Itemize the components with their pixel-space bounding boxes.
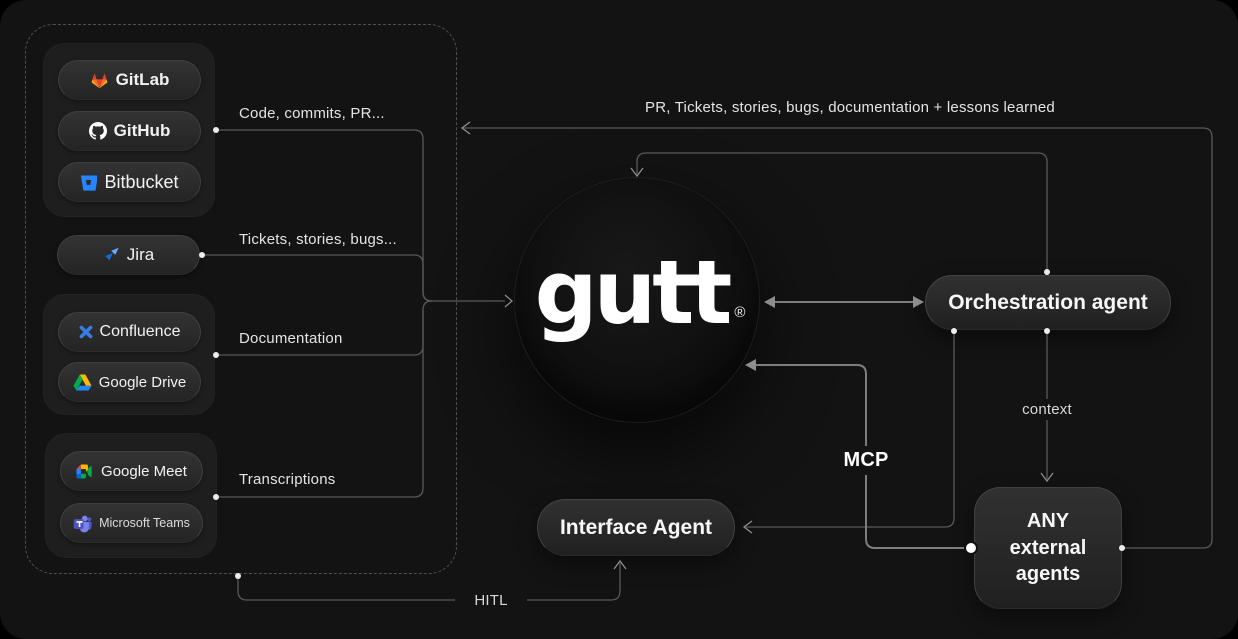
gutt-wordmark-text: gutt — [534, 241, 733, 344]
bitbucket-label: Bitbucket — [104, 171, 179, 192]
interface-agent-label: Interface Agent — [559, 515, 713, 539]
jira-label: Jira — [126, 245, 155, 264]
confluence-label: Confluence — [99, 323, 181, 340]
gutt-core-node: gutt® — [514, 177, 760, 423]
google-meet-pill: Google Meet — [60, 451, 203, 491]
edge-label-mcp: MCP — [826, 446, 906, 475]
gitlab-label: GitLab — [115, 70, 170, 89]
confluence-icon — [79, 325, 92, 339]
bitbucket-pill: Bitbucket — [58, 162, 201, 202]
bitbucket-icon — [81, 174, 98, 191]
external-agents-label: ANY external agents — [1009, 510, 1087, 586]
arrowhead-double-left — [764, 296, 775, 308]
github-label: GitHub — [113, 121, 171, 140]
microsoft-teams-pill: Microsoft Teams — [60, 503, 203, 543]
jira-icon — [104, 247, 119, 261]
edge-label-feedback: PR, Tickets, stories, bugs, documentatio… — [645, 99, 1055, 116]
orchestration-agent-node: Orchestration agent — [925, 275, 1171, 330]
microsoft-teams-label: Microsoft Teams — [99, 516, 190, 530]
arrowhead-into-external-agents — [1040, 472, 1054, 483]
gitlab-pill: GitLab — [58, 60, 201, 100]
confluence-pill: Confluence — [58, 312, 201, 352]
microsoft-teams-icon — [73, 515, 92, 532]
google-meet-icon — [76, 464, 92, 478]
gitlab-icon — [91, 73, 107, 89]
arrowhead-into-sources — [460, 121, 471, 135]
google-meet-label: Google Meet — [101, 462, 187, 480]
arrowhead-double-right — [913, 296, 924, 308]
edge-label-transcriptions: Transcriptions — [239, 471, 336, 488]
orchestration-agent-label: Orchestration agent — [948, 290, 1148, 314]
edge-label-code: Code, commits, PR... — [239, 105, 385, 122]
source-group-code-repos: GitLab GitHub Bitbucket — [43, 43, 215, 217]
registered-trademark-symbol: ® — [734, 304, 746, 321]
interface-agent-node: Interface Agent — [537, 499, 735, 556]
jira-pill: Jira — [57, 235, 200, 275]
edge-label-tickets: Tickets, stories, bugs... — [239, 231, 397, 248]
google-drive-icon — [73, 374, 92, 390]
arrowhead-mcp-into-gutt — [745, 359, 756, 371]
edge-orchestration-to-interface-line — [745, 331, 955, 528]
edge-label-documentation: Documentation — [239, 330, 343, 347]
github-pill: GitHub — [58, 111, 201, 151]
github-icon — [88, 122, 107, 140]
external-agents-node: ANY external agents — [974, 487, 1122, 609]
gutt-wordmark: gutt® — [535, 249, 746, 337]
edge-label-context: context — [1007, 399, 1087, 420]
arrowhead-into-interface-bottom — [613, 559, 627, 570]
arrowhead-into-gutt-left — [504, 294, 513, 308]
google-drive-pill: Google Drive — [58, 362, 201, 402]
arrowhead-into-gutt-top — [630, 167, 644, 178]
edge-label-hitl: HITL — [455, 590, 527, 611]
google-drive-label: Google Drive — [98, 373, 187, 391]
arrowhead-into-interface-right — [742, 520, 753, 534]
source-group-meetings: Google Meet Microsoft Teams — [45, 433, 217, 558]
source-group-documentation: Confluence Google Drive — [43, 294, 215, 415]
